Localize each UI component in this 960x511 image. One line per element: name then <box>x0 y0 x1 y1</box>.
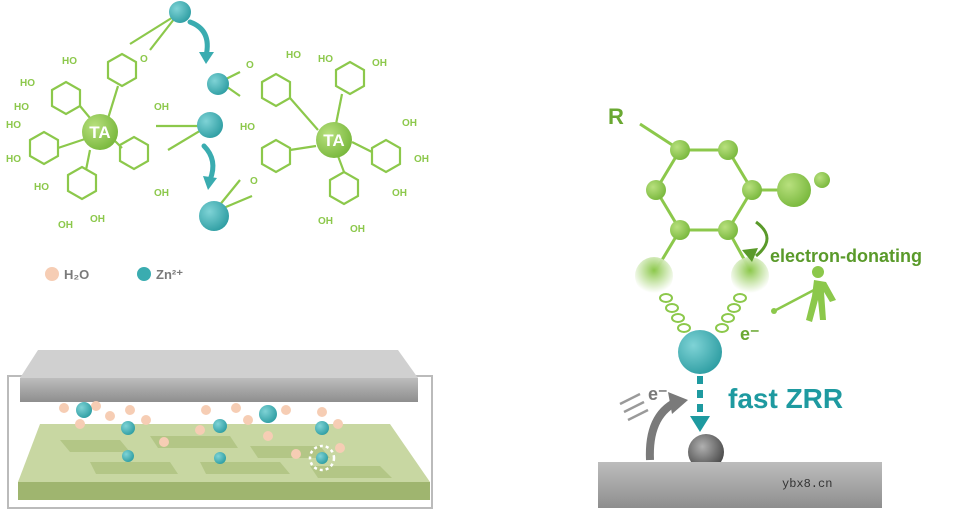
svg-text:HO: HO <box>286 50 301 61</box>
svg-text:HO: HO <box>240 122 255 133</box>
curved-arrow-icon <box>755 220 769 258</box>
electron-donating-label: electron-donating <box>770 246 922 266</box>
svg-text:OH: OH <box>414 154 429 165</box>
mechanism: R electron-donating e⁻ fast ZRR <box>598 104 922 508</box>
curved-arrow-icon <box>201 143 216 183</box>
svg-text:OH: OH <box>90 214 105 225</box>
deposition-site-marker <box>308 444 336 472</box>
svg-text:OH: OH <box>402 118 417 129</box>
svg-text:HO: HO <box>62 56 77 67</box>
zn-ion <box>169 1 191 23</box>
svg-text:HO: HO <box>20 78 35 89</box>
curved-arrow-icon <box>187 19 210 59</box>
svg-text:HO: HO <box>14 102 29 113</box>
svg-text:O: O <box>140 54 148 65</box>
watermark: ybx8.cn <box>782 477 832 491</box>
person-pushing-icon <box>771 266 836 322</box>
zinc-legend-marker <box>137 267 151 281</box>
svg-text:OH: OH <box>318 216 333 227</box>
curved-arrow-icon <box>203 176 217 190</box>
svg-text:OH: OH <box>154 188 169 199</box>
r-group-label: R <box>608 104 624 129</box>
zn-ion-adsorbed <box>678 330 722 374</box>
zinc-deposit-icon <box>688 434 724 470</box>
electron-label-right: e⁻ <box>740 324 760 344</box>
svg-text:OH: OH <box>154 102 169 113</box>
curved-arrow-icon <box>199 52 214 64</box>
hydroxyl-labels: HO HO HO HO HO HO OH OH OH OH O HO HO OH… <box>6 50 429 235</box>
electrode-interface <box>7 350 433 509</box>
legend-zinc-label: Zn²⁺ <box>156 267 183 282</box>
ta-core-left <box>82 114 118 150</box>
zn-ion <box>197 112 223 138</box>
svg-text:O: O <box>246 60 254 71</box>
fast-zrr-label: fast ZRR <box>728 383 843 414</box>
svg-text:HO: HO <box>6 120 21 131</box>
legend-water-label: H₂O <box>64 267 89 282</box>
svg-text:OH: OH <box>392 188 407 199</box>
svg-text:HO: HO <box>318 54 333 65</box>
svg-text:OH: OH <box>372 58 387 69</box>
svg-text:O: O <box>250 176 258 187</box>
ta-label-left: TA <box>89 123 110 142</box>
water-legend-marker <box>45 267 59 281</box>
zinc-substrate <box>598 462 882 508</box>
svg-text:OH: OH <box>350 224 365 235</box>
svg-text:OH: OH <box>58 220 73 231</box>
ta-label-right: TA <box>323 131 344 150</box>
svg-text:HO: HO <box>34 182 49 193</box>
electron-label-left: e⁻ <box>648 384 668 404</box>
ta-core-right <box>316 122 352 158</box>
zn-ion <box>199 201 229 231</box>
svg-text:HO: HO <box>6 154 21 165</box>
legend: H₂O Zn²⁺ <box>45 267 183 282</box>
zn-ion <box>207 73 229 95</box>
